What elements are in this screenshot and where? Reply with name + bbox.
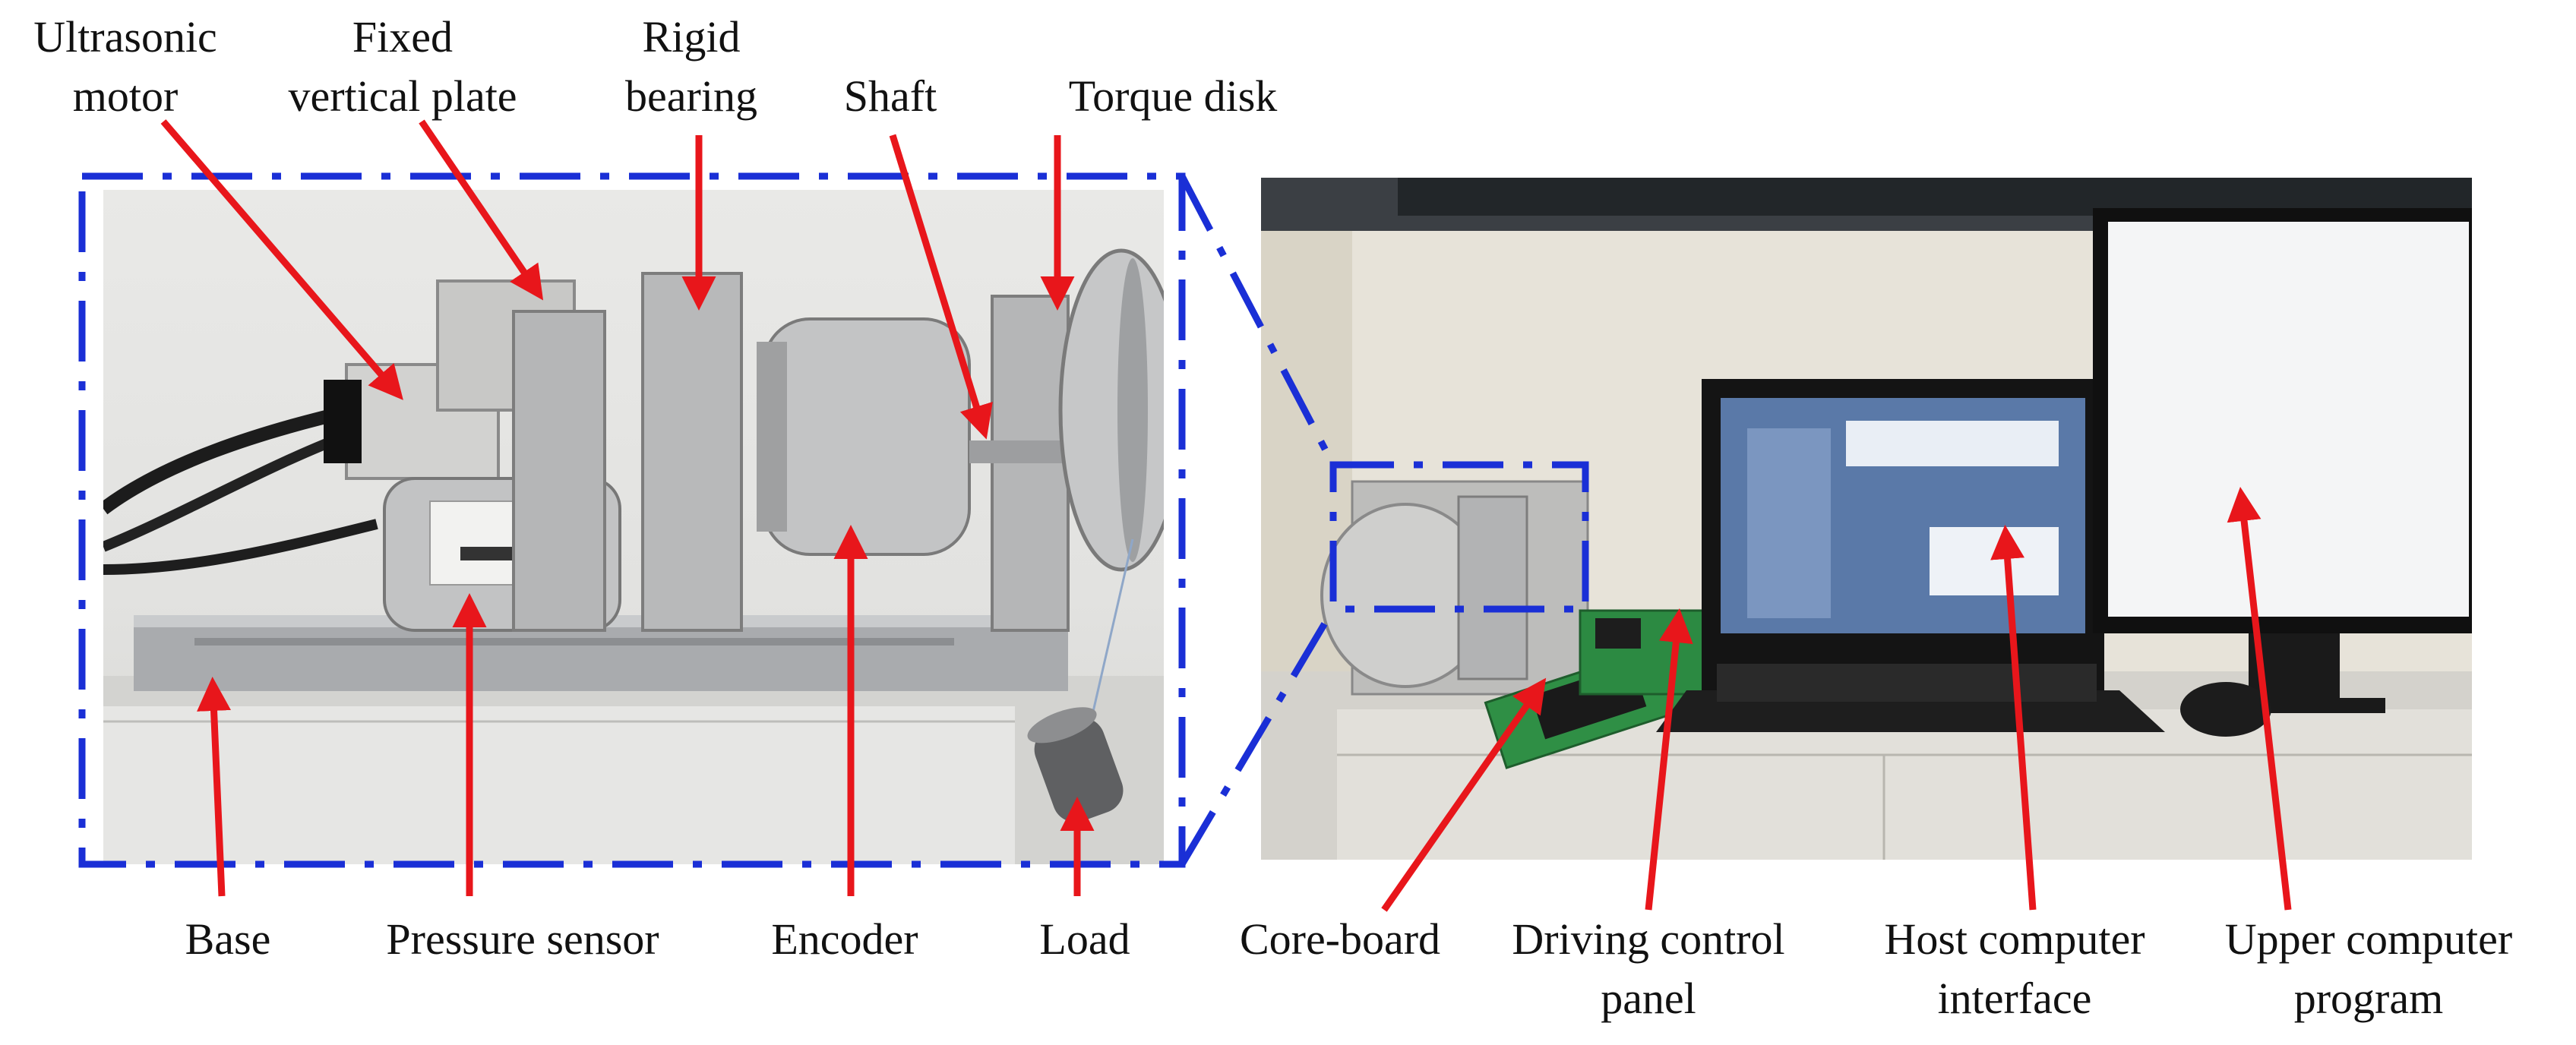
arrow-host-computer-interface xyxy=(1990,525,2037,911)
arrow-core-board xyxy=(1381,677,1547,912)
arrow-base xyxy=(197,677,232,897)
monitor xyxy=(2093,208,2472,713)
label-core-board: Core-board xyxy=(1239,914,1441,964)
label-host-computer-interface: Host computer interface xyxy=(1884,914,2145,1023)
load-weight xyxy=(1027,707,1124,822)
lab-setup-photo xyxy=(1261,178,2472,860)
rigid-bearing xyxy=(641,272,743,632)
label-upper-computer-program: Upper computer program xyxy=(2224,914,2513,1023)
zoom-connector-top xyxy=(1179,174,1336,467)
label-shaft: Shaft xyxy=(843,71,937,121)
label-load: Load xyxy=(1039,914,1130,964)
arrow-fixed-vertical-plate xyxy=(419,119,544,301)
test-rig-illustration xyxy=(103,248,1164,864)
label-ultrasonic-motor: Ultrasonic motor xyxy=(33,12,217,121)
arrow-upper-computer-program xyxy=(2227,487,2292,911)
arrow-ultrasonic-motor xyxy=(160,119,403,400)
upper-computer-program-screen xyxy=(2108,222,2469,617)
zoom-frame-small xyxy=(1329,461,1589,613)
label-fixed-vertical-plate: Fixed vertical plate xyxy=(288,12,517,121)
label-torque-disk: Torque disk xyxy=(1068,71,1278,121)
zoom-frame-large xyxy=(78,172,1186,868)
callout-arrows xyxy=(160,119,2292,912)
fixed-vertical-plate xyxy=(512,310,606,632)
label-driving-control-panel: Driving control panel xyxy=(1512,914,1785,1023)
label-base: Base xyxy=(185,914,271,964)
zoom-connector-bottom xyxy=(1179,607,1336,867)
laptop xyxy=(1656,379,2165,732)
lab-setup-illustration xyxy=(1261,178,2472,860)
arrow-shaft xyxy=(889,134,993,440)
arrow-driving-control-panel xyxy=(1645,608,1693,911)
dash-dot-frame xyxy=(78,172,1589,868)
label-rigid-bearing: Rigid bearing xyxy=(625,12,757,121)
test-rig-photo xyxy=(103,190,1164,864)
label-encoder: Encoder xyxy=(771,914,918,964)
label-pressure-sensor: Pressure sensor xyxy=(386,914,659,964)
